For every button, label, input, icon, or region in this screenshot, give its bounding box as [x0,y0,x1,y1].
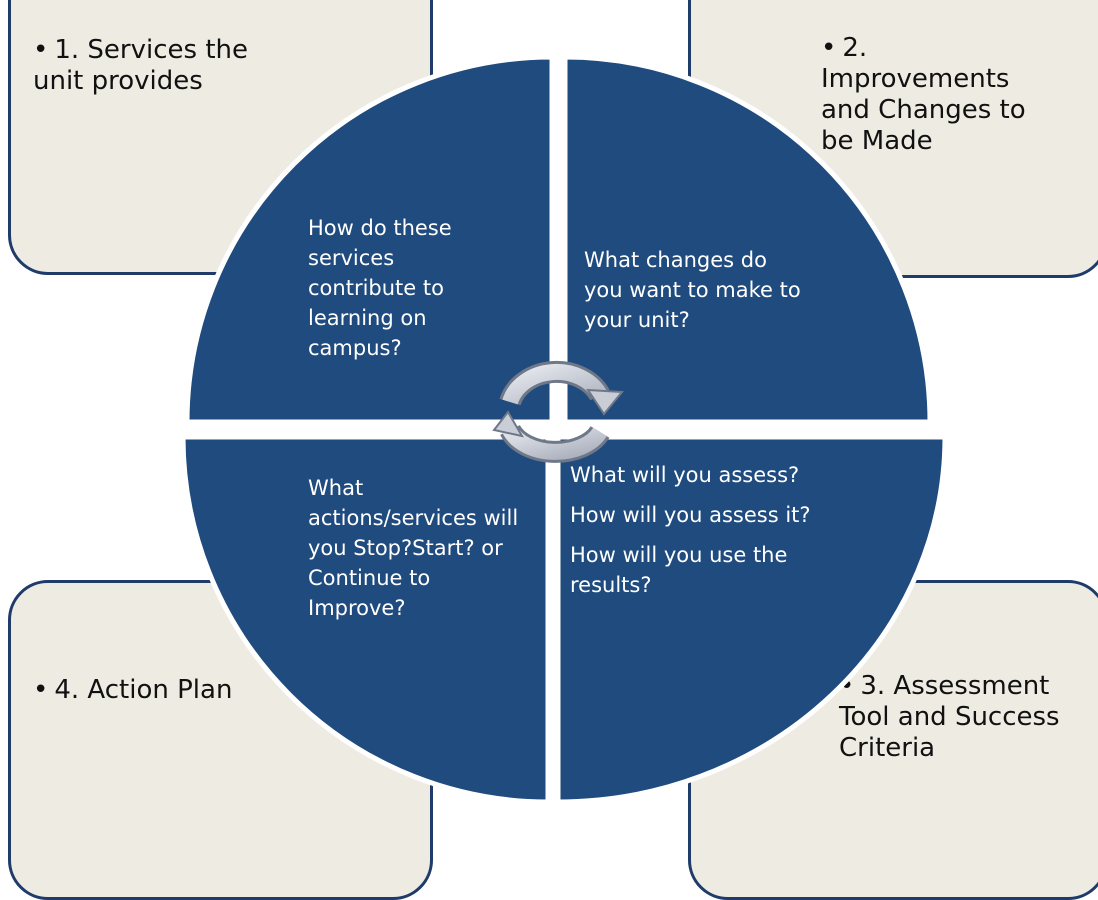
action-plan-label: •4. Action Plan [33,675,233,705]
quadrant-bottom-left-text: What actions/services will you Stop?Star… [308,476,519,620]
quadrant-bottom-left [180,434,551,805]
quadrant-top-left [184,54,555,425]
question-how-assess: How will you assess it? [570,503,811,527]
quadrant-top-right [562,54,933,425]
cycle-wheel [180,54,948,805]
quadrant-top-left-text: How do these services contribute to lear… [308,216,452,360]
assessment-label: •3. Assessment Tool and Success Criteria [839,671,1060,763]
quadrant-bottom-right [555,434,948,805]
question-use-results: How will you use the results? [570,543,788,597]
services-label: •1. Services the unit provides [33,35,248,96]
improvements-label: •2. Improvements and Changes to be Made [821,33,1026,156]
quadrant-top-right-text: What changes do you want to make to your… [584,248,801,332]
cycle-arrows-icon [492,360,625,463]
quadrant-bottom-right-text: What will you assess? How will you asses… [570,460,820,610]
question-what-assess: What will you assess? [570,463,800,487]
